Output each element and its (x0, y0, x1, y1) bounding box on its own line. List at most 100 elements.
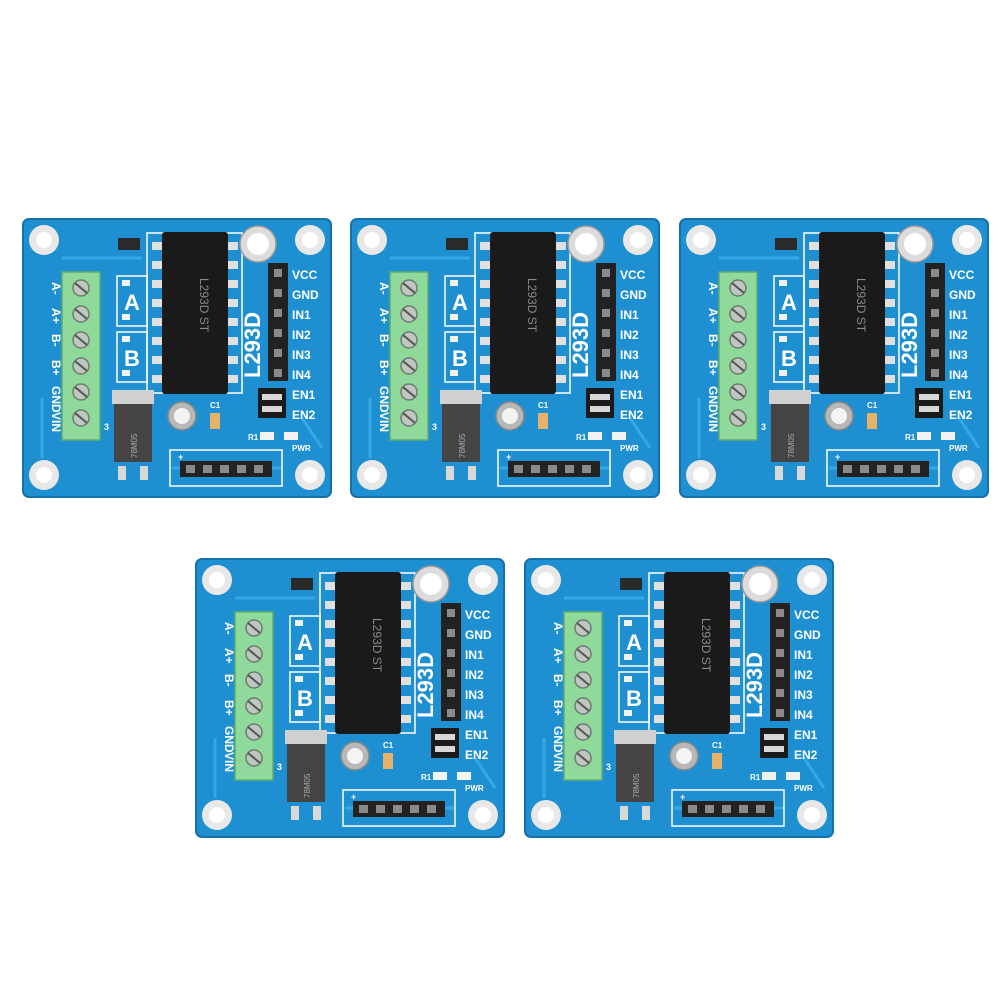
power-label: PWR (620, 444, 639, 453)
bottom-pin (688, 805, 697, 813)
header-pin (776, 629, 784, 637)
terminal-screws (72, 279, 90, 427)
pin-label: IN2 (620, 328, 639, 342)
bottom-pin (911, 465, 920, 473)
c1-component (538, 413, 548, 429)
enable-jumpers (915, 388, 943, 418)
terminal-label: VIN (551, 752, 565, 772)
bottom-pin (254, 465, 263, 473)
dip-pin (399, 658, 411, 666)
chip-label: L293D (568, 312, 593, 378)
dip-pin (399, 696, 411, 704)
terminal-screws (245, 619, 263, 767)
terminal-label: A- (377, 282, 391, 295)
dip-pin (152, 318, 164, 326)
header-pin (447, 609, 455, 617)
pin-label: IN1 (620, 308, 639, 322)
terminal-label: B+ (49, 360, 63, 376)
bottom-pin (548, 465, 557, 473)
power-label: PWR (949, 444, 968, 453)
pin-label: IN4 (794, 708, 813, 722)
voltage-regulator (442, 400, 480, 462)
pin-label: IN3 (292, 348, 311, 362)
dip-pin (654, 696, 666, 704)
smd-ic (620, 578, 642, 590)
dip-pin (809, 299, 821, 307)
terminal-label: B+ (222, 700, 236, 716)
pin-one-marker: 3 (606, 762, 611, 772)
pin-header (268, 263, 288, 381)
pin-label: EN1 (949, 388, 973, 402)
dip-pin (554, 375, 566, 383)
dip-pin (399, 601, 411, 609)
dip-pin (226, 261, 238, 269)
pin-label: EN2 (620, 408, 644, 422)
dip-pin (480, 280, 492, 288)
voltage-regulator (114, 400, 152, 462)
header-pins (776, 609, 784, 717)
dip-pin (728, 658, 740, 666)
l293d-chip (664, 572, 730, 734)
header-pin (931, 349, 939, 357)
pin-label: EN1 (465, 728, 489, 742)
pin-label: GND (794, 628, 821, 642)
terminal-label: B- (706, 334, 720, 347)
dip-pin (152, 280, 164, 288)
bottom-pin (359, 805, 368, 813)
pin-one-marker: 3 (761, 422, 766, 432)
terminal-label: GND (377, 386, 391, 413)
motor-b-label: B (452, 346, 468, 371)
header-pin (274, 369, 282, 377)
mounting-holes (357, 225, 653, 490)
header-plus: + (506, 452, 511, 462)
dip-pin (325, 601, 337, 609)
pin-label: IN2 (794, 668, 813, 682)
header-pin (447, 709, 455, 717)
dip-pin (480, 299, 492, 307)
chip-marking: L293D ST (525, 278, 539, 333)
bottom-pin (410, 805, 419, 813)
capacitor-label: C1 (383, 741, 394, 750)
dip-pin (554, 242, 566, 250)
dip-pin (654, 601, 666, 609)
pin-label: IN2 (465, 668, 484, 682)
terminal-label: A+ (551, 648, 565, 664)
motor-b-label: B (781, 346, 797, 371)
dip-pin (554, 356, 566, 364)
pin-label: GND (620, 288, 647, 302)
dip-pin (554, 299, 566, 307)
header-pin (447, 629, 455, 637)
pin-one-marker: 3 (277, 762, 282, 772)
terminal-label: GND (49, 386, 63, 413)
bottom-pin (565, 465, 574, 473)
pin-label: GND (949, 288, 976, 302)
dip-pin (654, 639, 666, 647)
dip-pin (325, 696, 337, 704)
bottom-pins (514, 465, 591, 473)
motor-a-label: A (452, 290, 468, 315)
header-pin (931, 289, 939, 297)
header-pin (931, 269, 939, 277)
dip-pin (654, 677, 666, 685)
pin-label: VCC (949, 268, 975, 282)
pin-label: EN2 (949, 408, 973, 422)
l293d-chip (162, 232, 228, 394)
pin-label: IN3 (620, 348, 639, 362)
header-plus: + (835, 452, 840, 462)
pin-label: IN3 (794, 688, 813, 702)
pin-header (596, 263, 616, 381)
dip-pin (480, 337, 492, 345)
dip-pin (480, 356, 492, 364)
pin-label: EN1 (292, 388, 316, 402)
smd-leds (450, 280, 458, 376)
header-pin (602, 269, 610, 277)
pin-label: VCC (620, 268, 646, 282)
terminal-screws (729, 279, 747, 427)
header-pin (931, 369, 939, 377)
resistor-label: R1 (248, 433, 259, 442)
pin-header (441, 603, 461, 721)
dip-pin (325, 677, 337, 685)
